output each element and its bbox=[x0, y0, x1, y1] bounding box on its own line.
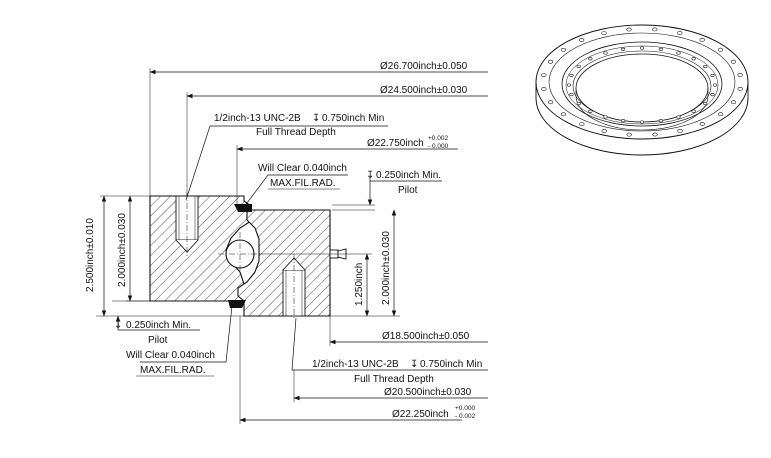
bearing-bore bbox=[575, 53, 709, 123]
note-pilot-top: Pilot bbox=[398, 185, 418, 196]
dim-seal-outer-tol-up: +0.002 bbox=[428, 135, 448, 142]
mounting-hole bbox=[658, 119, 664, 123]
dim-seal-inner: Ø22.250inch bbox=[392, 409, 449, 420]
top-seal bbox=[234, 204, 252, 212]
dim-outer-diameter: Ø26.700inch±0.050 bbox=[380, 61, 468, 72]
height-dimensions bbox=[96, 195, 400, 317]
mounting-hole bbox=[703, 101, 708, 106]
mounting-hole bbox=[541, 87, 547, 91]
mounting-hole bbox=[717, 47, 724, 52]
mounting-hole bbox=[566, 83, 572, 87]
dim-pilot-bottom: 0.250inch Min. bbox=[126, 320, 191, 331]
note-thread-top-depth: 0.750inch Min bbox=[322, 113, 384, 124]
depth-symbol-pilot-bottom: ↧ bbox=[114, 320, 122, 331]
dim-seal-outer-tol-lo: - 0.000 bbox=[428, 143, 449, 150]
mounting-hole bbox=[588, 57, 593, 61]
mounting-hole bbox=[737, 86, 743, 91]
depth-symbol-pilot-top: ↧ bbox=[366, 170, 374, 181]
note-clear-bottom: Will Clear 0.040inch bbox=[126, 350, 215, 361]
note-thread-bottom-full: Full Thread Depth bbox=[354, 374, 434, 385]
outer-mounting-holes bbox=[541, 27, 743, 137]
mounting-hole bbox=[603, 115, 608, 119]
top-diameter-dimensions bbox=[149, 68, 488, 204]
mounting-hole bbox=[737, 73, 743, 77]
mounting-hole bbox=[569, 73, 574, 77]
note-thread-top-full: Full Thread Depth bbox=[256, 127, 336, 138]
mounting-hole bbox=[639, 120, 645, 124]
mounting-hole bbox=[717, 112, 724, 117]
depth-symbol-bottom: ↧ bbox=[410, 359, 418, 370]
mounting-hole bbox=[699, 122, 705, 126]
dim-seal-inner-tol-up: +0.000 bbox=[455, 405, 475, 412]
depth-symbol-top: ↧ bbox=[312, 113, 320, 124]
mounting-hole bbox=[547, 59, 554, 64]
note-thread-bottom: 1/2inch-13 UNC-2B bbox=[312, 359, 399, 370]
mounting-hole bbox=[676, 51, 681, 55]
dim-inner-diameter: Ø18.500inch±0.050 bbox=[382, 331, 470, 342]
dim-inner-ring-height: 2.000inch±0.030 bbox=[381, 231, 392, 305]
mounting-hole bbox=[576, 101, 581, 106]
mounting-hole bbox=[712, 83, 718, 87]
mounting-hole bbox=[730, 59, 737, 64]
mounting-hole bbox=[569, 93, 574, 97]
mounting-hole bbox=[691, 57, 696, 61]
dim-seal-outer: Ø22.750inch bbox=[367, 138, 424, 149]
mounting-hole bbox=[639, 46, 645, 50]
mounting-hole bbox=[601, 31, 607, 36]
note-clear-top: Will Clear 0.040inch bbox=[258, 163, 347, 174]
mounting-hole bbox=[677, 128, 683, 133]
mounting-hole bbox=[620, 47, 626, 51]
mounting-hole bbox=[576, 64, 581, 69]
mounting-hole bbox=[710, 93, 715, 97]
note-fillet-top: MAX.FIL.RAD. bbox=[270, 178, 336, 189]
note-pilot-bottom: Pilot bbox=[148, 335, 168, 346]
mounting-hole bbox=[541, 73, 547, 78]
mounting-hole bbox=[560, 112, 567, 117]
dim-pilot-top: 0.250inch Min. bbox=[376, 170, 441, 181]
dim-bolt-circle-inner: Ø20.500inch±0.030 bbox=[384, 387, 472, 398]
mounting-hole bbox=[658, 47, 664, 51]
mounting-hole bbox=[652, 132, 658, 137]
cross-section bbox=[149, 192, 347, 320]
dim-seal-inner-tol-lo: - 0.002 bbox=[455, 413, 476, 420]
mounting-hole bbox=[703, 64, 708, 69]
dim-total-height: 2.500inch±0.010 bbox=[85, 218, 96, 292]
mounting-hole bbox=[677, 31, 683, 35]
mounting-hole bbox=[560, 47, 567, 52]
mounting-hole bbox=[588, 109, 593, 113]
mounting-hole bbox=[676, 115, 681, 119]
inner-mounting-holes bbox=[566, 46, 718, 124]
mounting-hole bbox=[620, 119, 626, 123]
note-thread-top: 1/2inch-13 UNC-2B bbox=[214, 113, 301, 124]
mounting-hole bbox=[652, 27, 658, 32]
mounting-hole bbox=[579, 122, 585, 127]
dim-outer-ring-height: 2.000inch±0.030 bbox=[117, 213, 128, 287]
mounting-hole bbox=[730, 100, 737, 105]
dim-inner-step-height: 1.250inch bbox=[354, 263, 365, 306]
mounting-hole bbox=[710, 73, 715, 77]
mounting-hole bbox=[691, 109, 696, 113]
mounting-hole bbox=[626, 27, 632, 32]
bearing-isometric-view bbox=[535, 24, 749, 156]
dim-bolt-circle-outer: Ø24.500inch±0.030 bbox=[380, 85, 468, 96]
mounting-hole bbox=[547, 100, 554, 105]
mounting-hole bbox=[699, 37, 705, 42]
note-thread-bottom-depth: 0.750inch Min bbox=[420, 359, 482, 370]
mounting-hole bbox=[626, 132, 632, 137]
note-fillet-bottom: MAX.FIL.RAD. bbox=[140, 365, 206, 376]
mounting-hole bbox=[579, 38, 585, 42]
mounting-hole bbox=[603, 51, 608, 55]
bottom-diameter-dimensions bbox=[239, 316, 488, 424]
mounting-hole bbox=[601, 129, 607, 133]
bottom-seal bbox=[228, 300, 246, 308]
